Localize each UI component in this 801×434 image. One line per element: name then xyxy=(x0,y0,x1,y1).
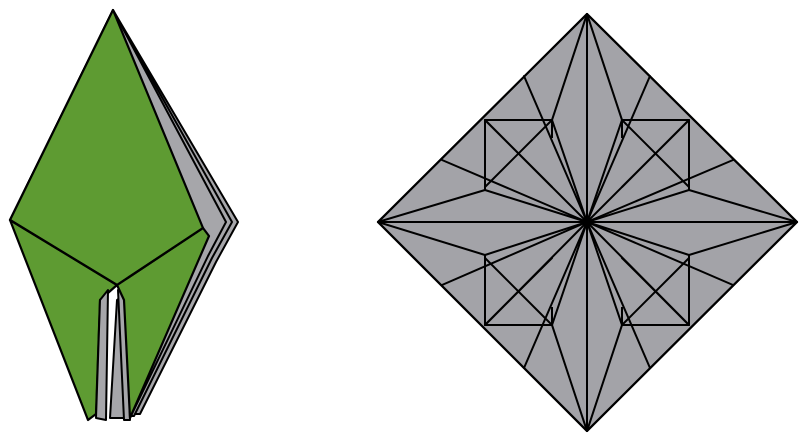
folded-bird-base xyxy=(10,10,238,420)
crease-pattern xyxy=(378,14,797,431)
